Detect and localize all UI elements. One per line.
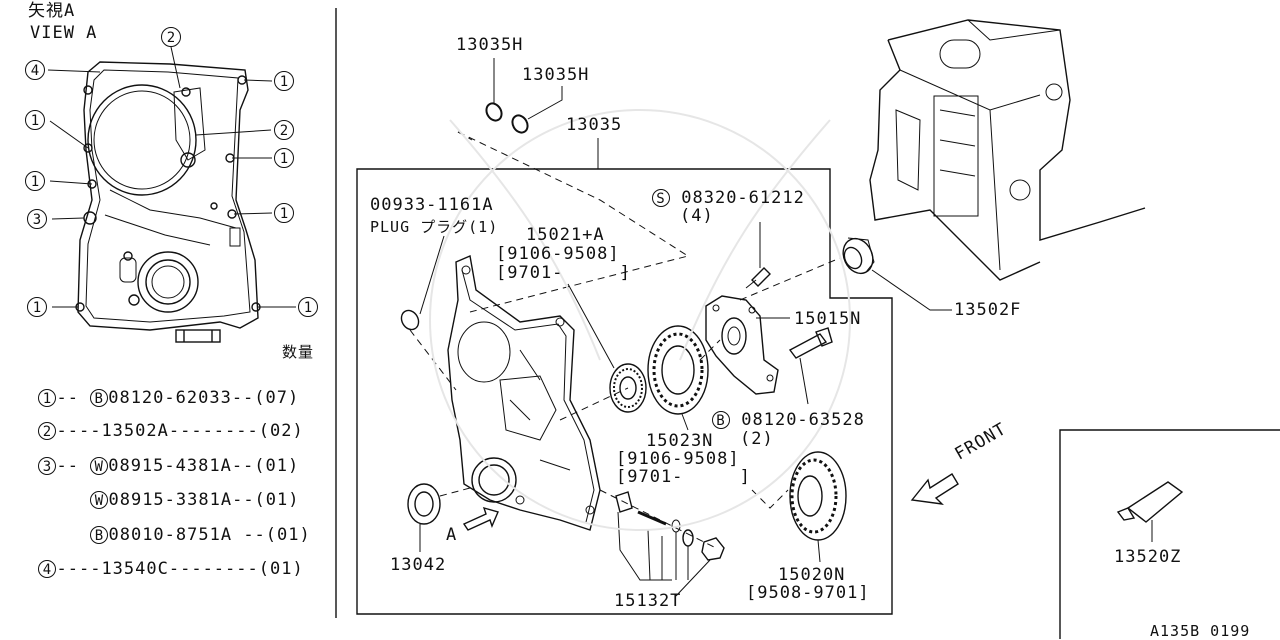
callout-2-right: 2 bbox=[274, 120, 294, 140]
label-13042: 13042 bbox=[390, 555, 447, 575]
bolt-b-code: 08120-63528 bbox=[741, 410, 865, 430]
legend-qty: --(01) bbox=[232, 490, 300, 510]
sealant-box-frame bbox=[1059, 429, 1280, 639]
callout-1-c: 1 bbox=[274, 148, 294, 168]
front-arrow-drawing bbox=[910, 473, 959, 505]
watermark-emblem bbox=[429, 109, 851, 531]
drawing-code: A135B 0199 bbox=[1150, 622, 1251, 640]
bolt-s-code: 08320-61212 bbox=[681, 188, 805, 208]
bolt-b-drawing bbox=[788, 327, 833, 405]
legend-part: 08915-4381A bbox=[108, 456, 232, 476]
legend-row-2: 2----13502A--------(02) bbox=[16, 401, 304, 441]
legend-dash: -- bbox=[56, 456, 79, 476]
legend-dash: ---- bbox=[56, 421, 102, 441]
main-parts-frame bbox=[356, 168, 893, 615]
legend-part: 08915-3381A bbox=[108, 490, 233, 510]
view-title-en: VIEW A bbox=[30, 23, 98, 43]
legend-mark: W bbox=[90, 457, 109, 475]
legend-dash: ---- bbox=[56, 559, 102, 579]
relief-valve-drawing bbox=[615, 491, 725, 597]
label-view-a-arrow: A bbox=[446, 525, 458, 545]
label-bolt-s: S 08320-61212 bbox=[652, 189, 805, 207]
callout-1-e: 1 bbox=[274, 203, 294, 223]
bolt-b-mark: B bbox=[712, 411, 730, 429]
legend-qty: --------(01) bbox=[168, 559, 304, 579]
rotor-15020n-drawing bbox=[789, 451, 847, 563]
label-13035: 13035 bbox=[566, 115, 623, 135]
legend-qty: --(01) bbox=[231, 456, 300, 476]
label-bolt-b-qty: (2) bbox=[740, 429, 774, 449]
legend-mark: B bbox=[90, 389, 109, 407]
label-15020n: 15020N bbox=[778, 565, 846, 585]
legend-part: 13540C bbox=[101, 559, 169, 579]
label-15023n: 15023N bbox=[646, 431, 714, 451]
callout-2-top: 2 bbox=[161, 27, 181, 47]
callout-1-g: 1 bbox=[298, 297, 318, 317]
label-bolt-b: B 08120-63528 bbox=[712, 411, 865, 429]
bolt-s-drawing bbox=[745, 222, 771, 289]
legend-dash: -- bbox=[56, 388, 79, 408]
oil-pump-housing-drawing bbox=[705, 295, 790, 395]
label-15021: 15021+A bbox=[526, 225, 605, 245]
legend-part: 08120-62033 bbox=[108, 388, 232, 408]
view-a-cover-drawing bbox=[75, 61, 261, 343]
label-15132t: 15132T bbox=[614, 591, 682, 611]
label-bolt-s-qty: (4) bbox=[680, 206, 714, 226]
callout-1-b: 1 bbox=[25, 110, 45, 130]
label-15023n-date1: [9106-9508] bbox=[616, 449, 740, 469]
view-title-jp: 矢視A bbox=[28, 1, 76, 21]
legend-part: 13502A bbox=[101, 421, 169, 441]
label-15021-date1: [9106-9508] bbox=[496, 244, 620, 264]
seal-13042-drawing bbox=[407, 483, 441, 552]
legend-mark: W bbox=[90, 491, 109, 509]
label-13035h-a: 13035H bbox=[456, 35, 524, 55]
legend-qty: --(07) bbox=[231, 388, 300, 408]
callout-1-d: 1 bbox=[25, 171, 45, 191]
legend-row-6: 4----13540C--------(01) bbox=[16, 539, 304, 579]
o-ring-drawing bbox=[485, 58, 563, 134]
view-a-leaders bbox=[47, 46, 296, 308]
label-plug-name: PLUG プラグ(1) bbox=[370, 218, 499, 236]
bolt-s-mark: S bbox=[652, 189, 670, 207]
label-15015n: 15015N bbox=[794, 309, 862, 329]
qty-heading: 数量 bbox=[282, 343, 315, 361]
label-15023n-date2: [9701- ] bbox=[616, 467, 751, 487]
legend-num: 3 bbox=[38, 457, 57, 475]
plug-drawing bbox=[400, 235, 457, 391]
sealant-tube-drawing bbox=[1116, 481, 1184, 542]
legend-part: 08010-8751A bbox=[108, 525, 233, 545]
legend-num: 2 bbox=[38, 422, 57, 440]
legend-qty: --------(02) bbox=[168, 421, 304, 441]
legend-num: 1 bbox=[38, 389, 57, 407]
gear-15023n-drawing bbox=[647, 325, 709, 431]
legend-num: 4 bbox=[38, 560, 57, 578]
label-plug-code: 00933-1161A bbox=[370, 195, 494, 215]
legend-qty: --(01) bbox=[232, 525, 311, 545]
engine-block-drawing bbox=[869, 19, 1146, 281]
front-cover-drawing bbox=[447, 255, 601, 531]
label-15020n-date: [9508-9701] bbox=[746, 583, 870, 603]
label-15021-date2: [9701- ] bbox=[496, 263, 631, 283]
legend-mark: B bbox=[90, 526, 109, 544]
seal-13502f-drawing bbox=[842, 237, 952, 311]
label-13520z: 13520Z bbox=[1114, 547, 1182, 567]
callout-1-f: 1 bbox=[27, 297, 47, 317]
callout-1-a: 1 bbox=[274, 71, 294, 91]
view-a-arrow-drawing bbox=[462, 506, 499, 531]
callout-4: 4 bbox=[25, 60, 45, 80]
callout-3: 3 bbox=[27, 209, 47, 229]
label-13502f: 13502F bbox=[954, 300, 1022, 320]
label-13035h-b: 13035H bbox=[522, 65, 590, 85]
sprocket-15021-drawing bbox=[567, 283, 647, 413]
